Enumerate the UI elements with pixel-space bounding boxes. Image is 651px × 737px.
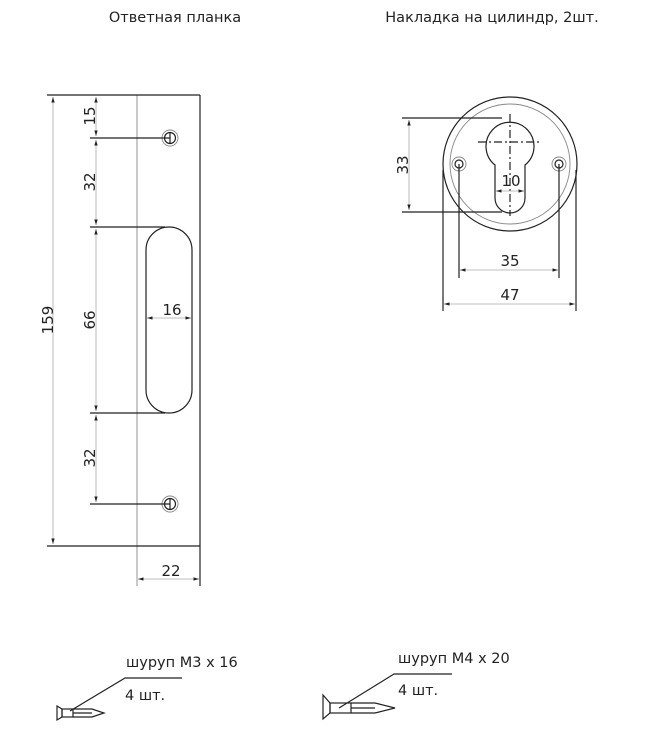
escutcheon-title: Накладка на цилиндр, 2шт.: [385, 10, 598, 26]
dim-plate-width: 22: [161, 562, 180, 580]
dim-slot-width: 16: [162, 301, 181, 319]
screw-1-label: шуруп М3 х 16: [126, 655, 238, 671]
screw-m4-icon: [322, 673, 452, 721]
strike-plate-title: Ответная планка: [109, 10, 241, 26]
screw-m3-icon: [56, 677, 182, 722]
cylinder-escutcheon: [402, 96, 578, 311]
dim-total-height: 159: [39, 306, 57, 335]
dim-hole-spacing: 35: [500, 252, 519, 270]
screw-1-qty: 4 шт.: [125, 688, 165, 704]
dim-diameter: 47: [500, 286, 519, 304]
strike-plate: [47, 94, 201, 586]
dim-keyhole-width: 10: [501, 172, 520, 190]
screw-2-qty: 4 шт.: [398, 683, 438, 699]
dim-keyhole-height: 33: [394, 155, 412, 174]
dim-slot-to-hole: 32: [81, 448, 99, 467]
dim-hole-to-slot: 32: [81, 172, 99, 191]
screw-2-label: шуруп М4 х 20: [398, 651, 510, 667]
dim-slot-length: 66: [81, 310, 99, 329]
strike-slot: [145, 226, 193, 414]
dim-top-offset: 15: [81, 106, 99, 125]
keyhole: [485, 121, 535, 214]
